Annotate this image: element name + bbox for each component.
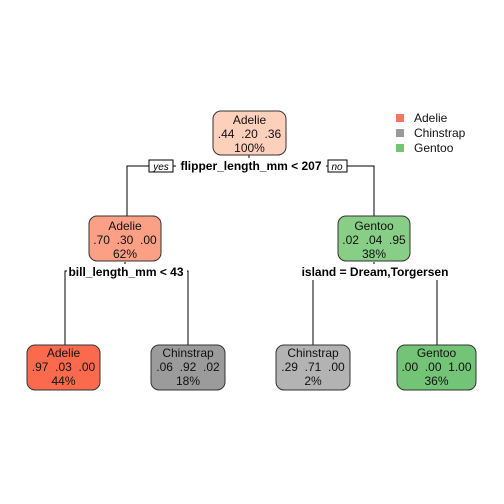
node-ll-class: Adelie	[47, 346, 81, 360]
node-left-box	[88, 215, 162, 262]
node-leaf-rl: Chinstrap .29 .71 .00 2%	[275, 344, 351, 391]
legend-label-chinstrap: Chinstrap	[414, 126, 466, 140]
node-right-pct: 38%	[362, 247, 386, 261]
node-leaf-lr: Chinstrap .06 .92 .02 18%	[150, 344, 226, 391]
no-label: no	[331, 162, 343, 173]
legend-label-adelie: Adelie	[414, 111, 448, 125]
yes-label: yes	[152, 162, 169, 173]
node-leaf-ll: Adelie .97 .03 .00 44%	[26, 344, 101, 391]
node-rr-probs: .00 .00 1.00	[401, 360, 471, 374]
split-left-label: bill_length_mm < 43	[68, 265, 183, 279]
node-rl-pct: 2%	[304, 374, 322, 388]
node-rr-pct: 36%	[424, 374, 448, 388]
node-root: Adelie .44 .20 .36 100%	[212, 110, 287, 156]
node-right-probs: .02 .04 .95	[342, 233, 406, 247]
node-left-probs: .70 .30 .00	[93, 233, 157, 247]
legend-swatch-gentoo	[396, 144, 404, 152]
node-right-box	[337, 215, 411, 262]
node-leaf-rr: Gentoo .00 .00 1.00 36%	[396, 344, 477, 391]
node-rl-class: Chinstrap	[287, 346, 339, 360]
node-rr-box	[396, 344, 477, 391]
split-left-bg	[67, 264, 187, 280]
node-root-box	[212, 110, 287, 156]
node-left-class: Adelie	[108, 219, 142, 233]
edge-left-lr	[125, 270, 189, 345]
node-lr-class: Chinstrap	[162, 346, 214, 360]
split-root-label: flipper_length_mm < 207	[180, 159, 321, 173]
node-lr-pct: 18%	[176, 374, 200, 388]
node-rl-probs: .29 .71 .00	[281, 360, 345, 374]
legend-swatch-chinstrap	[396, 129, 404, 137]
node-rr-class: Gentoo	[417, 346, 457, 360]
legend: Adelie Chinstrap Gentoo	[396, 111, 466, 155]
split-labels: flipper_length_mm < 207 yes no bill_leng…	[67, 158, 450, 280]
edge-right-rr	[374, 270, 438, 345]
legend-swatch-adelie	[396, 114, 404, 122]
node-root-class: Adelie	[233, 113, 267, 127]
node-ll-pct: 44%	[51, 374, 75, 388]
node-ll-box	[26, 344, 101, 391]
node-root-probs: .44 .20 .36	[218, 127, 282, 141]
node-root-pct: 100%	[234, 141, 265, 155]
node-right-class: Gentoo	[354, 219, 394, 233]
split-root-bg	[176, 158, 326, 174]
split-right-label: island = Dream,Torgersen	[302, 265, 449, 279]
legend-label-gentoo: Gentoo	[414, 141, 454, 155]
no-box	[327, 159, 348, 173]
split-right-bg	[300, 264, 450, 280]
node-lr-box	[150, 344, 226, 391]
node-left-pct: 62%	[113, 247, 137, 261]
node-rl-box	[275, 344, 351, 391]
yes-box	[148, 159, 174, 173]
node-right: Gentoo .02 .04 .95 38%	[337, 215, 411, 262]
node-ll-probs: .97 .03 .00	[32, 360, 96, 374]
node-lr-probs: .06 .92 .02	[156, 360, 220, 374]
node-left: Adelie .70 .30 .00 62%	[88, 215, 162, 262]
